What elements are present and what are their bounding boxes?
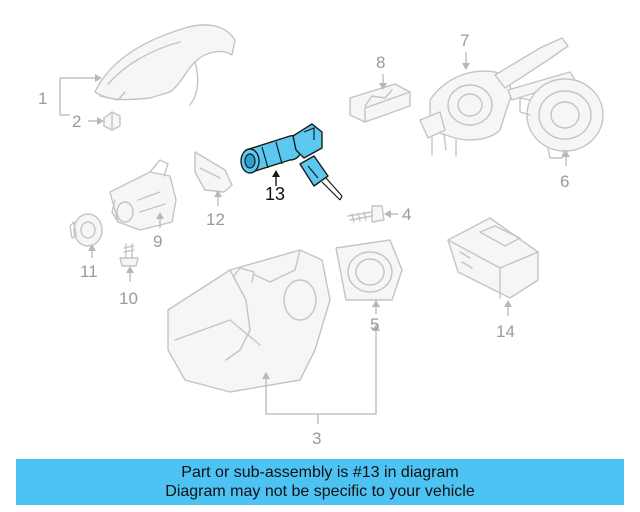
callout-14: 14	[496, 300, 515, 341]
part-9-lock-housing[interactable]	[109, 159, 177, 231]
callout-4: 4	[384, 205, 411, 224]
svg-text:1: 1	[38, 89, 47, 108]
svg-text:6: 6	[560, 172, 569, 191]
part-11-bushing[interactable]	[69, 213, 103, 247]
svg-text:14: 14	[496, 322, 515, 341]
svg-text:7: 7	[460, 31, 469, 50]
callout-5: 5	[370, 300, 380, 334]
callout-9: 9	[153, 212, 164, 251]
callout-6: 6	[560, 150, 570, 191]
svg-text:11: 11	[80, 262, 98, 281]
svg-text:12: 12	[206, 210, 225, 229]
banner-line-1: Part or sub-assembly is #13 in diagram	[181, 464, 459, 481]
parts-diagram: 1 2 8 7 6	[38, 24, 604, 448]
callout-11: 11	[80, 244, 98, 281]
svg-text:13: 13	[265, 184, 285, 204]
part-2-clip[interactable]	[103, 111, 121, 131]
svg-text:8: 8	[376, 53, 385, 72]
part-14-control-module[interactable]	[447, 217, 539, 299]
part-12-panel[interactable]	[194, 151, 233, 193]
part-8-bracket[interactable]	[349, 83, 411, 123]
part-5-trim-ring[interactable]	[335, 239, 403, 301]
svg-text:9: 9	[153, 232, 162, 251]
callout-12: 12	[206, 190, 225, 229]
part-4-screw[interactable]	[347, 205, 385, 223]
svg-text:10: 10	[119, 289, 138, 308]
callout-2: 2	[72, 112, 104, 131]
callout-13: 13	[265, 170, 285, 204]
svg-text:5: 5	[370, 315, 379, 334]
svg-text:3: 3	[312, 429, 321, 448]
part-3-lower-cover[interactable]	[167, 249, 331, 393]
banner-line-2: Diagram may not be specific to your vehi…	[165, 483, 475, 500]
callout-10: 10	[119, 266, 138, 308]
callout-8: 8	[376, 53, 387, 90]
info-banner: Part or sub-assembly is #13 in diagram D…	[16, 459, 624, 505]
callout-7: 7	[460, 31, 470, 70]
part-6-clock-spring[interactable]	[519, 78, 604, 159]
part-10-bolt[interactable]	[119, 243, 139, 267]
svg-text:4: 4	[402, 205, 411, 224]
part-13-ignition-lock-cylinder[interactable]	[240, 123, 343, 201]
part-1-upper-cover[interactable]	[94, 24, 236, 106]
callout-1: 1	[38, 74, 102, 116]
svg-text:2: 2	[72, 112, 81, 131]
callout-3: 3	[262, 324, 380, 448]
